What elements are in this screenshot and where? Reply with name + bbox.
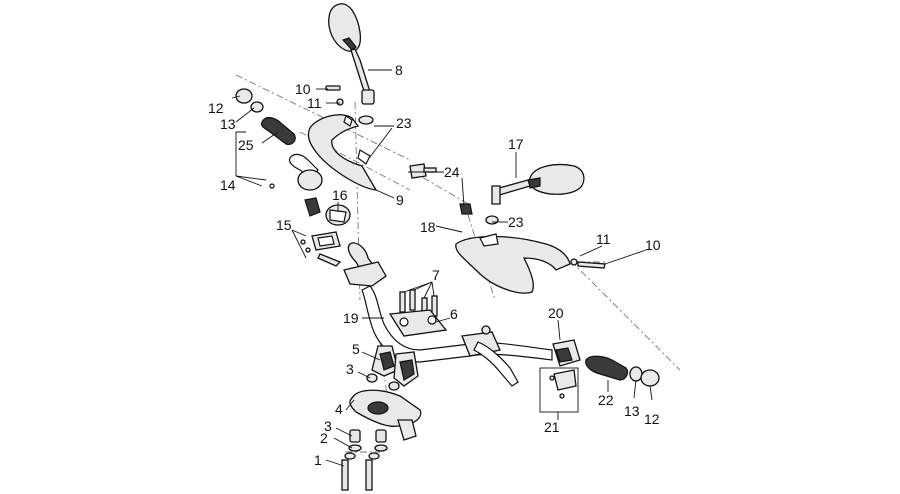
callout-23-lower: 23	[508, 214, 524, 230]
callout-6: 6	[450, 306, 458, 322]
right-lever	[461, 325, 519, 387]
callout-25: 25	[238, 137, 254, 153]
triple-clamp	[349, 389, 422, 441]
callout-12-left: 12	[208, 100, 224, 116]
right-switch-housing	[539, 339, 581, 413]
callout-10-left: 10	[295, 81, 311, 97]
callout-19: 19	[343, 310, 359, 326]
left-guard-hardware	[325, 85, 374, 125]
callout-20: 20	[548, 305, 564, 321]
right-handguard	[455, 215, 571, 294]
callout-7: 7	[432, 267, 440, 283]
callout-1: 1	[314, 452, 322, 468]
callout-11-left: 11	[307, 95, 322, 111]
callout-3-upper: 3	[346, 361, 354, 377]
callout-labels: 8 10 11 12 13 23 25 17 24 14 16 9 23 15 …	[208, 62, 661, 468]
right-grip-set	[585, 355, 660, 387]
callout-3-lower: 3	[324, 418, 332, 434]
center-bolt	[409, 163, 473, 215]
left-lever-assembly	[300, 231, 387, 287]
leader-lines	[231, 69, 653, 467]
callout-14: 14	[220, 177, 236, 193]
left-handguard	[307, 114, 378, 191]
callout-16: 16	[332, 187, 348, 203]
callout-4: 4	[335, 401, 343, 417]
callout-17: 17	[508, 136, 524, 152]
callout-22: 22	[598, 392, 614, 408]
right-guard-hardware	[570, 258, 606, 269]
left-mirror	[328, 3, 375, 105]
callout-2: 2	[320, 430, 328, 446]
callout-9: 9	[396, 192, 404, 208]
riser-blocks	[371, 345, 419, 387]
callout-23-upper: 23	[396, 115, 412, 131]
handlebar-tube	[361, 285, 553, 363]
callout-24: 24	[444, 164, 460, 180]
callout-18: 18	[420, 219, 436, 235]
upper-clamps	[388, 309, 448, 337]
callout-21: 21	[544, 419, 560, 435]
lower-hardware	[341, 429, 388, 491]
riser-spacers	[366, 373, 400, 391]
callout-12-right: 12	[644, 411, 660, 427]
right-mirror	[490, 163, 585, 205]
left-switch-housing	[297, 169, 351, 226]
callout-15: 15	[276, 217, 292, 233]
callout-8: 8	[395, 62, 403, 78]
callout-10-right: 10	[645, 237, 661, 253]
callout-13-right: 13	[624, 403, 640, 419]
callout-13-left: 13	[220, 116, 236, 132]
callout-5: 5	[352, 341, 360, 357]
callout-11-right: 11	[596, 231, 611, 247]
